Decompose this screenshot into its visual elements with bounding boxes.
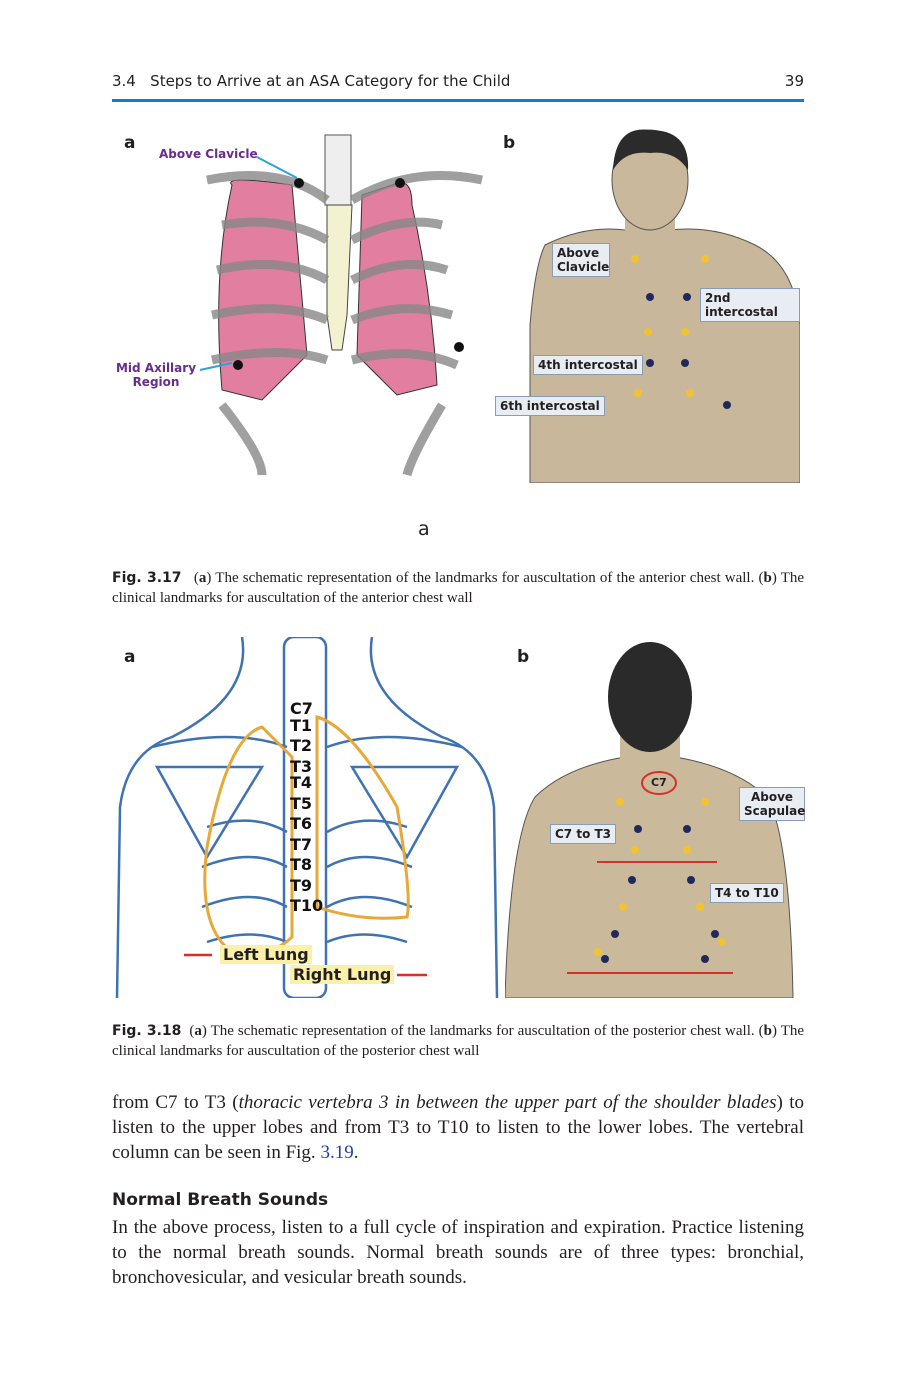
vertebra-c7: C7 [290,699,313,718]
6th-intercostal-arrow: 6th intercostal [495,396,605,416]
vertebra-t3: T3 [290,756,313,776]
above-scapulae-arrow: Above Scapulae [739,787,805,821]
vertebra-t2: T2 [290,736,313,755]
fig317-caption: Fig. 3.17 (a) The schematic representati… [112,570,805,606]
posterior-skeleton-illustration [115,635,499,1000]
vertebra-t7: T7 [290,834,313,854]
p1-text-mid: ) to listen to the upper lobes and from … [112,1092,804,1163]
fig317-panel-b: b Above Clavicle 2nd intercostal 4th int… [495,125,801,484]
vertebra-t6: T6 [290,814,313,833]
fig317-panel-a: a Above Clavicle Mid Axillary Region [112,125,492,490]
caption-a: a [194,1023,202,1039]
above-clavicle-label: Above Clavicle [159,147,258,161]
stray-panel-label: a [418,518,430,540]
fig318-caption: Fig. 3.18 (a) The schematic representati… [112,1023,805,1059]
running-header: 3.4 Steps to Arrive at an ASA Category f… [112,72,510,90]
figure-3-19-link[interactable]: 3.19 [320,1142,354,1163]
page-number: 39 [784,72,804,90]
panel-a-label: a [124,647,136,667]
caption-text-b: The clinical landmarks for auscultation … [112,1023,805,1059]
vertebra-t10: T10 [290,896,324,915]
section-number: 3.4 [112,72,136,90]
anterior-lungs-illustration [199,134,483,477]
caption-b: b [763,570,772,586]
mid-axillary-label: Mid Axillary Region [115,361,197,389]
figure-number: Fig. 3.18 [112,1023,182,1039]
panel-b-label: b [517,647,530,667]
body-paragraph-2: In the above process, listen to a full c… [112,1217,804,1288]
section-heading: Normal Breath Sounds [112,1190,329,1210]
panel-a-label: a [124,133,136,153]
body-paragraph-1: from C7 to T3 (thoracic vertebra 3 in be… [112,1090,804,1165]
t4-to-t10-arrow: T4 to T10 [710,883,784,903]
caption-text-b: The clinical landmarks for auscultation … [112,570,805,606]
left-lung-label: Left Lung [220,945,312,964]
vertebra-t9: T9 [290,875,313,895]
vertebra-t1: T1 [290,715,313,735]
fig318-panel-a: a C7 T1 T2 T3 T4 T5 T6 T7 T8 T9 T10 Left… [112,635,500,1000]
posterior-back-photo [504,642,794,999]
caption-text-a: The schematic representation of the land… [210,1023,755,1039]
c7-to-t3-arrow: C7 to T3 [550,824,617,844]
vertebrae-labels: C7 T1 T2 T3 T4 T5 T6 T7 T8 T9 T10 [290,699,323,917]
4th-intercostal-arrow: 4th intercostal [533,355,643,375]
panel-b-label: b [503,133,516,153]
c7-label: C7 [651,776,667,789]
vertebra-t8: T8 [290,855,313,874]
right-lung-label: Right Lung [290,965,395,984]
caption-a: a [198,570,207,586]
caption-text-a: The schematic representation of the land… [215,570,755,586]
above-clavicle-arrow: Above Clavicle [552,243,610,277]
p1-text: from C7 to T3 ( [112,1092,239,1113]
vertebra-t5: T5 [290,793,313,813]
section-title: Steps to Arrive at an ASA Category for t… [150,72,511,90]
header-rule [112,99,804,102]
vertebra-t4: T4 [290,773,313,792]
caption-b: b [763,1023,772,1039]
figure-number: Fig. 3.17 [112,570,182,586]
2nd-intercostal-arrow: 2nd intercostal [700,288,800,322]
p1-end: . [353,1142,359,1163]
p1-italic: thoracic vertebra 3 in between the upper… [238,1092,777,1113]
fig318-panel-b: b C7 Above Scapulae C7 to T3 T4 to T10 [504,637,805,999]
